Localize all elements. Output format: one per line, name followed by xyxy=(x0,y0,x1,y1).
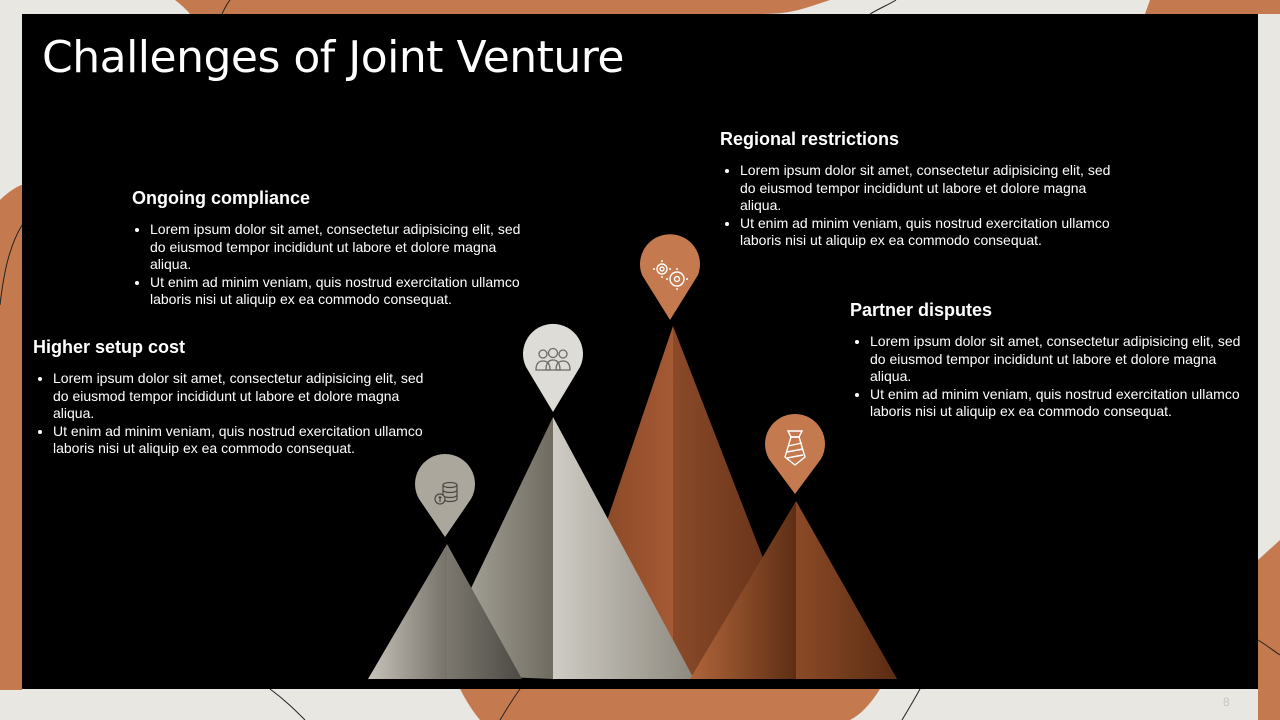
page-number: 8 xyxy=(1223,695,1230,709)
team-icon xyxy=(535,347,571,371)
challenge-ongoing-compliance: Ongoing compliance Lorem ipsum dolor sit… xyxy=(130,188,530,309)
decor-line-3 xyxy=(1257,639,1280,656)
gears-icon xyxy=(653,260,688,290)
decor-line-1 xyxy=(221,0,231,15)
decor-line-2 xyxy=(869,0,897,15)
bullet-item: Lorem ipsum dolor sit amet, consectetur … xyxy=(870,333,1250,386)
coins-icon xyxy=(434,481,458,505)
bullet-list: Lorem ipsum dolor sit amet, consectetur … xyxy=(33,370,433,458)
bullet-list: Lorem ipsum dolor sit amet, consectetur … xyxy=(720,162,1120,250)
bullet-item: Ut enim ad minim veniam, quis nostrud ex… xyxy=(53,423,433,458)
pin-partner-disputes xyxy=(765,414,825,494)
slide: Challenges of Joint Venture Regional res… xyxy=(22,14,1258,689)
challenge-partner-disputes: Partner disputes Lorem ipsum dolor sit a… xyxy=(850,300,1250,421)
bullet-item: Lorem ipsum dolor sit amet, consectetur … xyxy=(53,370,433,423)
mountain-partner-disputes xyxy=(690,501,897,679)
bullet-item: Ut enim ad minim veniam, quis nostrud ex… xyxy=(870,386,1250,421)
decor-blob-top xyxy=(175,0,830,14)
challenge-title: Higher setup cost xyxy=(33,337,186,357)
bullet-item: Lorem ipsum dolor sit amet, consectetur … xyxy=(150,221,530,274)
slide-title: Challenges of Joint Venture xyxy=(42,32,625,83)
bullet-item: Lorem ipsum dolor sit amet, consectetur … xyxy=(740,162,1120,215)
decor-line-7 xyxy=(0,224,23,306)
decor-line-4 xyxy=(269,688,306,720)
mountains-diagram xyxy=(368,234,897,679)
mountain-higher-setup-cost xyxy=(368,544,522,679)
pin-ongoing-compliance xyxy=(523,323,583,412)
bullet-item: Ut enim ad minim veniam, quis nostrud ex… xyxy=(150,274,530,309)
pin-higher-setup-cost xyxy=(415,454,475,537)
decor-blob-left xyxy=(0,185,22,690)
challenge-title: Regional restrictions xyxy=(720,129,900,149)
decor-line-5 xyxy=(499,688,521,720)
decor-line-6 xyxy=(901,688,921,720)
challenge-title: Ongoing compliance xyxy=(132,188,311,208)
bullet-list: Lorem ipsum dolor sit amet, consectetur … xyxy=(850,333,1250,421)
necktie-icon xyxy=(784,430,806,466)
pin-regional-restrictions xyxy=(640,234,700,320)
challenge-title: Partner disputes xyxy=(850,300,993,320)
decor-blob-right xyxy=(1258,540,1280,720)
challenge-higher-setup-cost: Higher setup cost Lorem ipsum dolor sit … xyxy=(33,337,433,458)
bullet-item: Ut enim ad minim veniam, quis nostrud ex… xyxy=(740,215,1120,250)
bullet-list: Lorem ipsum dolor sit amet, consectetur … xyxy=(130,221,530,309)
challenge-regional-restrictions: Regional restrictions Lorem ipsum dolor … xyxy=(720,129,1120,250)
decor-blob-bottom xyxy=(460,689,880,720)
decor-blob-right-top xyxy=(1145,0,1280,14)
